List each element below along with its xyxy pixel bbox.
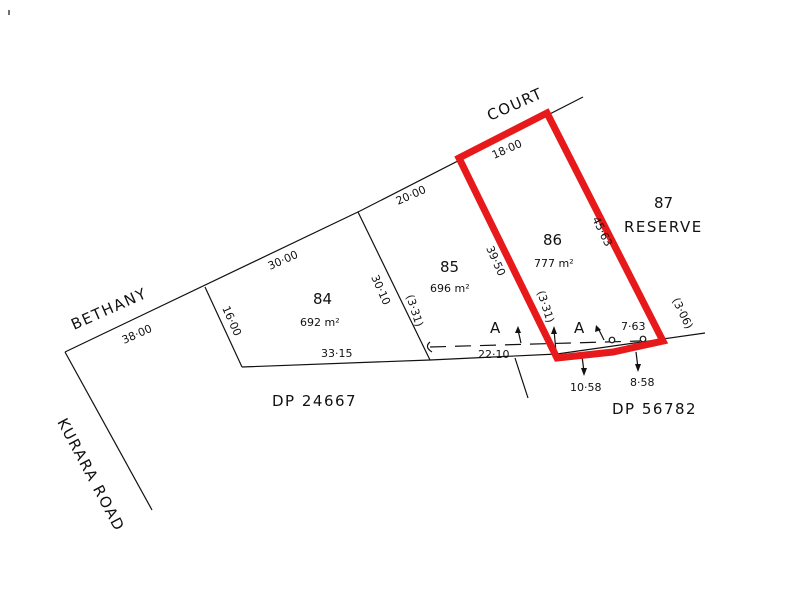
dim-frontage-20: 20·00 bbox=[394, 183, 428, 208]
arc-symbol bbox=[426, 341, 433, 353]
lot-area-86: 777 m² bbox=[534, 257, 574, 270]
survey-point-1 bbox=[608, 336, 616, 344]
survey-point-2 bbox=[639, 335, 647, 343]
arrow-head-a1 bbox=[515, 326, 521, 333]
street-label-kurara: KURARA ROAD bbox=[54, 415, 129, 534]
lot-number-85: 85 bbox=[440, 258, 459, 276]
lot-name-87: RESERVE bbox=[624, 218, 703, 236]
lot-area-84: 692 m² bbox=[300, 316, 340, 329]
dim-rear-858: 8·58 bbox=[630, 376, 655, 389]
dp-label-24667: DP 24667 bbox=[272, 392, 357, 410]
dim-rear-1058: 10·58 bbox=[570, 381, 602, 394]
rear-boundary bbox=[241, 332, 706, 368]
dim-rear-3315: 33·15 bbox=[321, 347, 353, 360]
dp-label-56782: DP 56782 bbox=[612, 400, 697, 418]
lot-number-86: 86 bbox=[543, 231, 562, 249]
arrow-head-1058 bbox=[581, 368, 587, 376]
easement-mark-a-1: A bbox=[490, 319, 501, 337]
dim-easement-306: (3·06) bbox=[669, 296, 695, 331]
dim-side-3010: 30·10 bbox=[368, 273, 393, 307]
lot-area-85: 696 m² bbox=[430, 282, 470, 295]
dim-side-16: 16·00 bbox=[219, 304, 244, 338]
arrow-head-331 bbox=[551, 326, 557, 334]
arrow-head-858 bbox=[635, 364, 641, 372]
boundary-lot84-west bbox=[204, 286, 243, 368]
dim-easement-763: 7·63 bbox=[621, 320, 646, 333]
easement-line bbox=[429, 340, 641, 348]
lot-86-highlight bbox=[454, 108, 669, 362]
boundary-dp-split bbox=[514, 357, 529, 399]
lot-number-84: 84 bbox=[313, 290, 332, 308]
boundary-lot84-85 bbox=[357, 211, 431, 361]
easement-mark-a-2: A bbox=[574, 319, 585, 337]
dim-rear-2210: 22·10 bbox=[478, 348, 510, 361]
arrow-head-a2 bbox=[595, 325, 601, 332]
dim-frontage-38: 38·00 bbox=[120, 322, 154, 347]
kurara-road-boundary bbox=[64, 351, 153, 511]
lot-number-87: 87 bbox=[654, 194, 673, 212]
dim-frontage-30: 30·00 bbox=[266, 248, 300, 273]
